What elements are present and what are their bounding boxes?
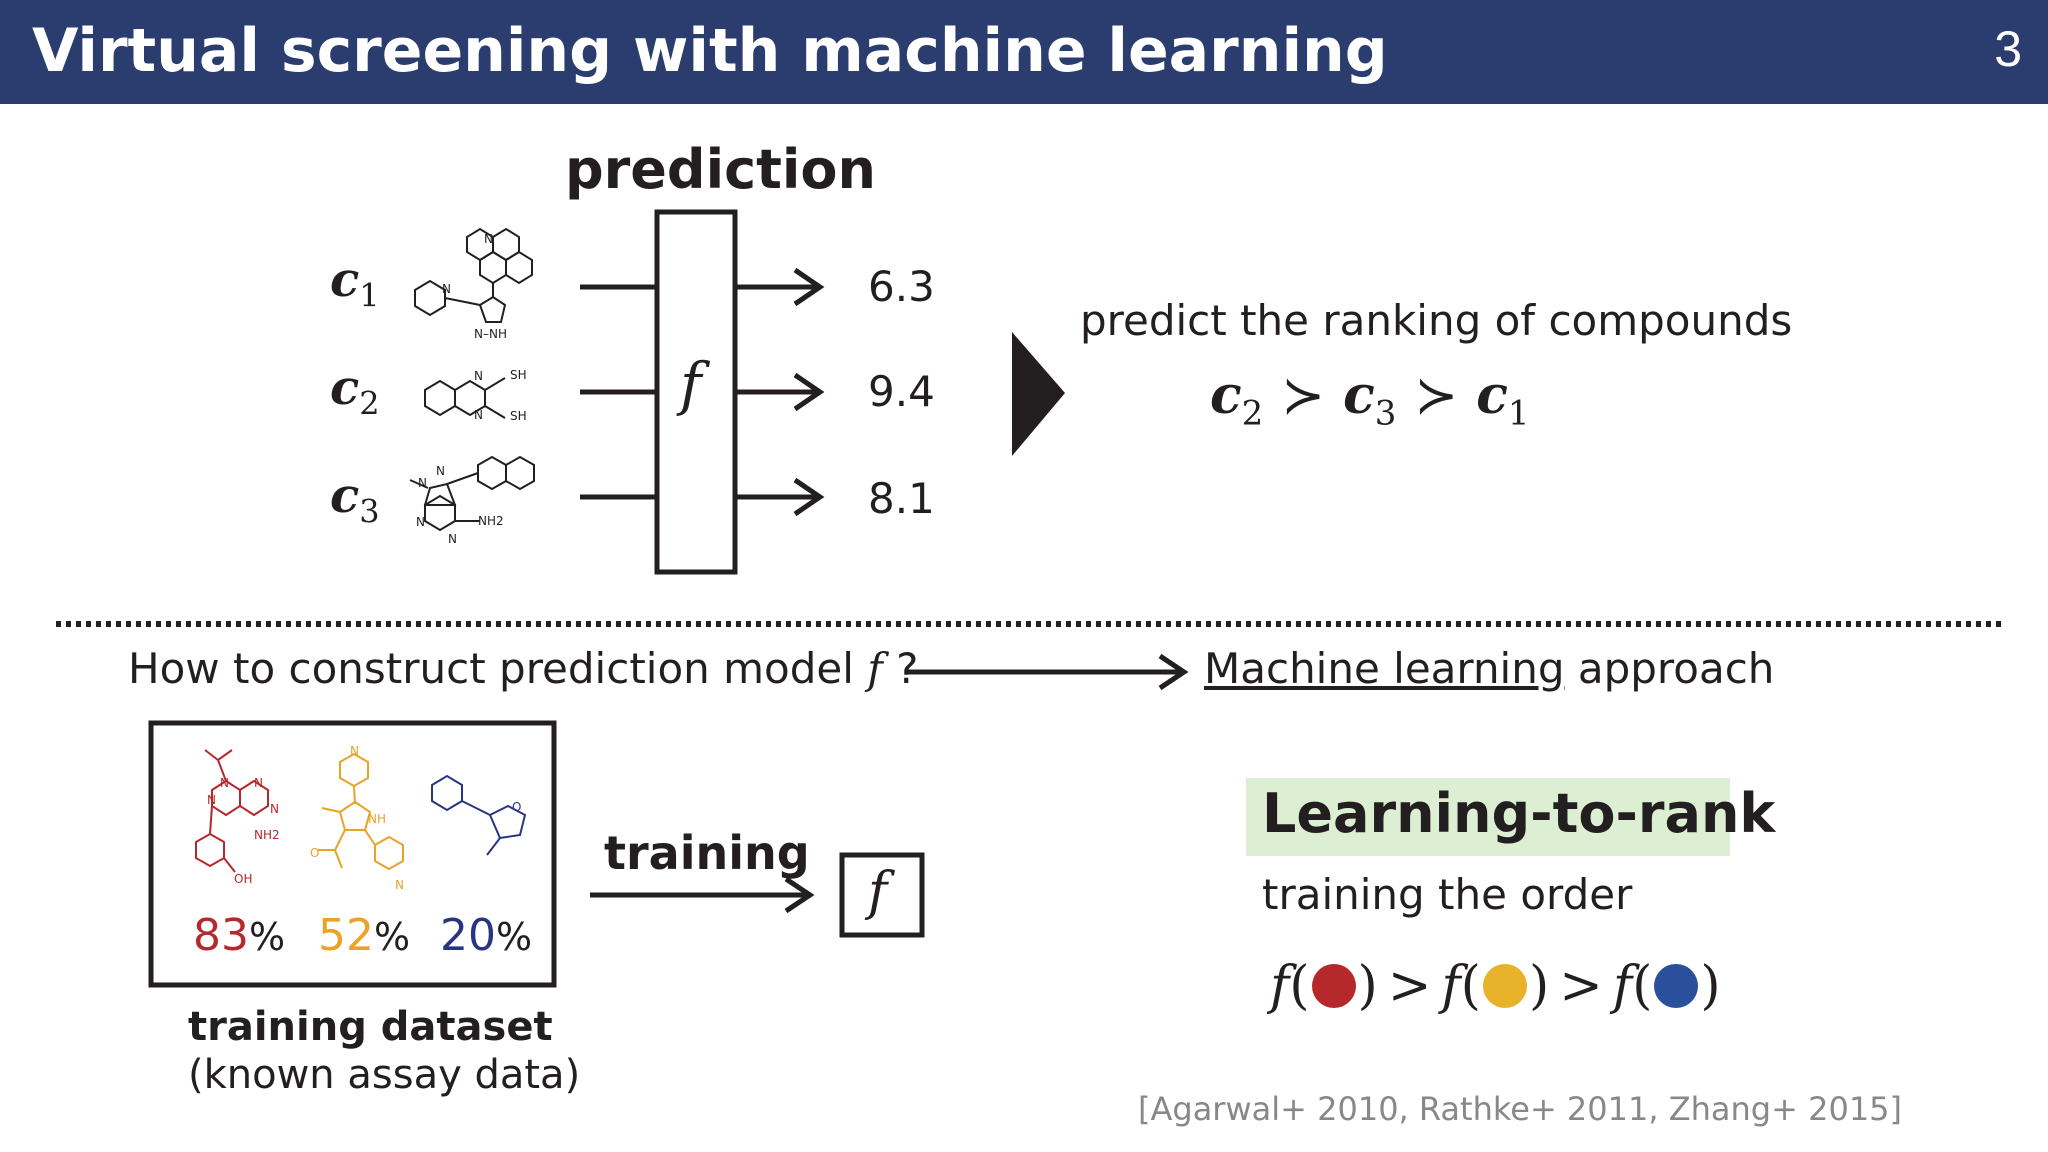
prediction-heading: prediction	[565, 138, 876, 201]
ml-approach: Machine learning approach	[1204, 644, 1775, 693]
compound-label-c3: c3	[330, 468, 380, 531]
yellow-atom-n2: N	[395, 878, 404, 892]
c3-atom-n4: N	[448, 532, 457, 546]
dataset-value-3: 20%	[440, 910, 533, 961]
c2-atom-sh2: SH	[510, 409, 527, 423]
molecule-blue-icon	[431, 774, 527, 856]
c3-atom-nh2: NH2	[478, 514, 504, 528]
question-arrow	[905, 653, 1189, 691]
molecule-c3-icon	[409, 455, 535, 532]
red-atom-oh: OH	[234, 872, 253, 886]
molecule-red-icon	[195, 749, 269, 873]
red-dot-icon	[1311, 964, 1356, 1008]
dataset-value-1: 83%	[193, 910, 286, 961]
references: [Agarwal+ 2010, Rathke+ 2011, Zhang+ 201…	[1138, 1090, 1903, 1128]
molecule-c2-icon	[424, 377, 506, 419]
yellow-atom-n1: N	[350, 744, 359, 758]
red-atom-nh2: NH2	[254, 828, 280, 842]
ml-link[interactable]: Machine learning	[1204, 644, 1565, 693]
compound-label-c1: c1	[330, 252, 380, 315]
red-atom-n3: N	[270, 802, 279, 816]
training-arrow	[590, 876, 815, 914]
ranking-order: c2 ≻ c3 ≻ c1	[1210, 365, 1530, 434]
yellow-atom-o: O	[310, 846, 320, 860]
score-c1: 6.3	[868, 262, 935, 311]
model-function-label: f	[680, 350, 702, 418]
c1-atom-n1: N	[484, 232, 493, 246]
c3-atom-n1: N	[418, 476, 427, 490]
ltr-title: Learning-to-rank	[1262, 782, 1776, 845]
dataset-subtitle: (known assay data)	[188, 1052, 581, 1098]
compound-label-c2: c2	[330, 360, 380, 423]
red-atom-n4: N	[207, 793, 216, 807]
c1-atom-n2: N	[442, 282, 451, 296]
output-arrow-c1	[735, 267, 825, 307]
score-c2: 9.4	[868, 367, 935, 416]
output-arrow-c3	[735, 477, 825, 517]
construction-question: How to construct prediction model f ?	[128, 644, 919, 693]
blue-dot-icon	[1654, 964, 1699, 1008]
title-bar: Virtual screening with machine learning …	[0, 0, 2048, 104]
output-arrow-c2	[735, 372, 825, 412]
blue-atom-o: O	[512, 800, 522, 814]
slide-title: Virtual screening with machine learning	[32, 16, 1388, 86]
yellow-atom-nh: NH	[368, 812, 386, 826]
page-number: 3	[1994, 21, 2022, 77]
dataset-title: training dataset	[188, 1004, 553, 1050]
dataset-value-2: 52%	[318, 910, 411, 961]
score-c3: 8.1	[868, 474, 935, 523]
triangle-arrow-icon	[1012, 332, 1065, 456]
molecule-yellow-icon	[318, 752, 404, 871]
c1-atom-nh: N–NH	[474, 327, 507, 341]
yellow-dot-icon	[1482, 964, 1527, 1008]
red-atom-n1: N	[220, 776, 229, 790]
ltr-title-box	[1246, 778, 1730, 856]
ranking-caption: predict the ranking of compounds	[1080, 296, 1793, 345]
c2-atom-sh1: SH	[510, 368, 527, 382]
ltr-order-formula: f( )> f( )> f( )	[1270, 956, 1721, 1016]
trained-function-label: f	[868, 862, 888, 922]
training-label: training	[604, 826, 810, 880]
c2-atom-n2: N	[474, 408, 483, 422]
c2-atom-n1: N	[474, 369, 483, 383]
molecule-c1-icon	[414, 227, 533, 323]
red-atom-n2: N	[254, 776, 263, 790]
ltr-subtitle: training the order	[1262, 870, 1633, 919]
c3-atom-n2: N	[436, 464, 445, 478]
c3-atom-n3: N	[416, 515, 425, 529]
